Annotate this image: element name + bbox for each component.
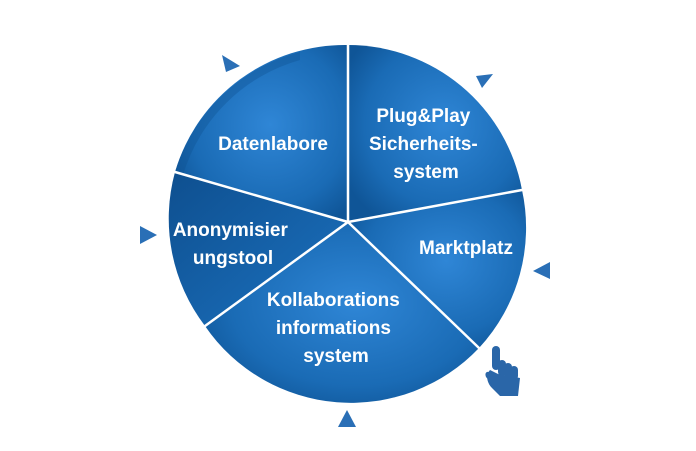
triangle-arrow-icon [140,226,157,244]
segment-marktplatz[interactable] [348,190,527,348]
triangle-arrow-icon [222,55,240,72]
arrows [140,55,550,427]
triangle-arrow-icon [533,262,550,279]
label-anonymisierung: Anonymisier ungstool [173,220,293,269]
triangle-arrow-icon [338,410,356,427]
segment-plugplay[interactable] [348,45,522,222]
labels: Plug&Play Sicherheits- system Marktplatz… [173,106,513,367]
label-marktplatz: Marktplatz [419,238,513,259]
label-plugplay: Plug&Play Sicherheits- system [369,106,483,183]
label-kollaboration: Kollaborations informations system [267,290,405,367]
segment-anonymisierung[interactable] [168,172,348,326]
pointing-hand-icon [485,346,520,396]
segment-datenlabore[interactable] [175,44,348,223]
triangle-arrow-icon [476,74,493,88]
segment-kollaboration[interactable] [205,222,479,403]
wheel [168,44,527,403]
label-datenlabore: Datenlabore [218,134,328,155]
dividers [173,43,524,350]
